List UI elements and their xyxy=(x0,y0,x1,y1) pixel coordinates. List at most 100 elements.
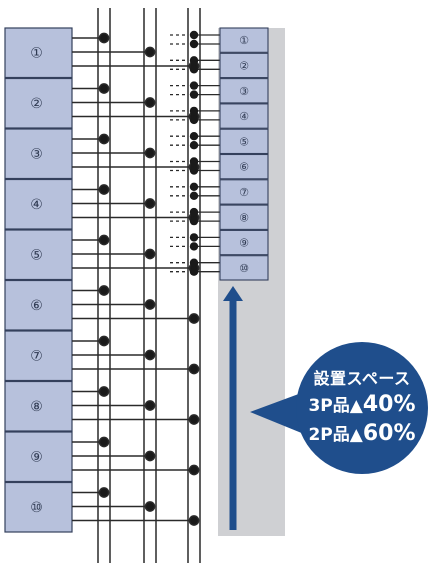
left-unit-1 xyxy=(4,27,73,79)
right-wiring xyxy=(170,30,220,276)
right-junction-1-2 xyxy=(189,39,199,49)
left-junction-6-1 xyxy=(98,285,110,296)
left-junction-10-3 xyxy=(188,515,200,526)
left-junction-7-1 xyxy=(98,335,110,347)
right-junction-9-2 xyxy=(189,242,199,251)
left-junction-5-1 xyxy=(98,234,110,246)
right-unit-label-3: ③ xyxy=(239,85,249,98)
right-junction-2-1 xyxy=(189,56,199,65)
left-junction-2-2 xyxy=(144,97,156,108)
right-unit-label-10: ⑩ xyxy=(239,262,249,275)
right-junction-6-2 xyxy=(189,166,199,175)
right-unit-1 xyxy=(219,27,269,53)
right-junction-8-2 xyxy=(189,216,199,226)
right-unit-7 xyxy=(219,179,269,205)
left-wiring xyxy=(72,32,200,526)
right-unit-label-6: ⑥ xyxy=(239,161,249,174)
right-unit-5 xyxy=(219,128,269,155)
callout-3p-line: 3P品▲40% xyxy=(308,391,415,420)
right-unit-8 xyxy=(219,204,269,230)
right-junction-8-1 xyxy=(189,207,199,217)
right-unit-label-2: ② xyxy=(239,59,249,72)
left-junction-2-1 xyxy=(98,83,110,94)
right-unit-2 xyxy=(219,52,269,79)
left-unit-8 xyxy=(4,380,73,432)
right-unit-9 xyxy=(219,229,269,256)
callout-2p-value: 60% xyxy=(362,421,416,446)
left-unit-5 xyxy=(4,229,73,281)
left-unit-label-9: ⑨ xyxy=(30,449,43,465)
left-unit-label-8: ⑧ xyxy=(30,399,43,415)
right-unit-10 xyxy=(219,255,269,281)
left-unit-label-4: ④ xyxy=(30,197,43,213)
left-junction-8-3 xyxy=(188,414,200,425)
callout-title: 設置スペース xyxy=(313,369,411,388)
callout-2p-prefix: 2P品▲ xyxy=(308,425,363,445)
left-unit-9 xyxy=(4,431,73,483)
right-junction-7-2 xyxy=(189,191,199,200)
up-arrow xyxy=(223,286,243,530)
left-junction-6-3 xyxy=(188,313,200,324)
right-unit-label-9: ⑨ xyxy=(239,237,249,250)
left-unit-label-2: ② xyxy=(30,96,43,112)
right-unit-3 xyxy=(219,78,269,104)
right-junction-2-2 xyxy=(189,65,199,74)
left-junction-1-2 xyxy=(144,46,156,58)
right-unit-label-4: ④ xyxy=(239,110,249,123)
left-junction-7-2 xyxy=(144,349,156,361)
right-junction-3-2 xyxy=(189,90,199,99)
right-junction-10-2 xyxy=(189,267,199,276)
left-junction-8-2 xyxy=(144,400,156,411)
callout-2p-line: 2P品▲60% xyxy=(308,420,415,449)
left-unit-label-5: ⑤ xyxy=(30,247,43,263)
right-junction-3-1 xyxy=(189,81,199,90)
left-junction-7-3 xyxy=(188,363,200,375)
right-unit-label-1: ① xyxy=(239,34,249,47)
right-junction-1-1 xyxy=(189,30,199,40)
right-unit-6 xyxy=(219,153,269,180)
left-unit-label-1: ① xyxy=(30,45,43,61)
right-junction-10-1 xyxy=(189,258,199,267)
left-junction-4-1 xyxy=(98,184,110,195)
left-unit-3 xyxy=(4,128,73,180)
space-savings-callout: 設置スペース 3P品▲40% 2P品▲60% xyxy=(296,342,428,474)
left-unit-2 xyxy=(4,77,73,129)
right-junction-5-2 xyxy=(189,141,199,150)
left-unit-label-6: ⑥ xyxy=(30,298,43,314)
left-junction-5-2 xyxy=(144,248,156,260)
right-junction-4-1 xyxy=(189,106,199,116)
callout-3p-prefix: 3P品▲ xyxy=(308,396,363,416)
callout-pointer xyxy=(250,392,304,434)
right-unit-4 xyxy=(219,103,269,129)
right-junction-5-1 xyxy=(189,132,199,141)
right-junction-7-1 xyxy=(189,182,199,191)
right-junction-9-1 xyxy=(189,233,199,242)
left-unit-10 xyxy=(4,481,73,533)
left-junction-3-2 xyxy=(144,147,156,159)
left-unit-label-7: ⑦ xyxy=(30,348,43,364)
left-junction-10-2 xyxy=(144,501,156,512)
left-junction-8-1 xyxy=(98,386,110,397)
left-junction-9-1 xyxy=(98,436,110,448)
left-junction-1-1 xyxy=(98,32,110,44)
left-unit-column: ① ② ③ ④ ⑤ ⑥ ⑦ ⑧ ⑨ ⑩ xyxy=(4,27,73,533)
left-junction-9-3 xyxy=(188,464,200,476)
left-junction-3-1 xyxy=(98,133,110,145)
callout-3p-value: 40% xyxy=(362,392,416,417)
right-unit-label-5: ⑤ xyxy=(239,135,249,148)
left-unit-label-3: ③ xyxy=(30,146,43,162)
left-unit-7 xyxy=(4,330,73,382)
bus-bars xyxy=(97,8,201,563)
right-junction-4-2 xyxy=(189,115,199,125)
left-junction-10-1 xyxy=(98,487,110,498)
left-unit-label-10: ⑩ xyxy=(30,500,43,516)
left-unit-6 xyxy=(4,279,73,331)
left-junction-6-2 xyxy=(144,299,156,310)
left-junction-9-2 xyxy=(144,450,156,462)
left-junction-4-2 xyxy=(144,198,156,209)
right-unit-label-7: ⑦ xyxy=(239,186,249,199)
left-unit-4 xyxy=(4,178,73,230)
right-junction-6-1 xyxy=(189,157,199,166)
